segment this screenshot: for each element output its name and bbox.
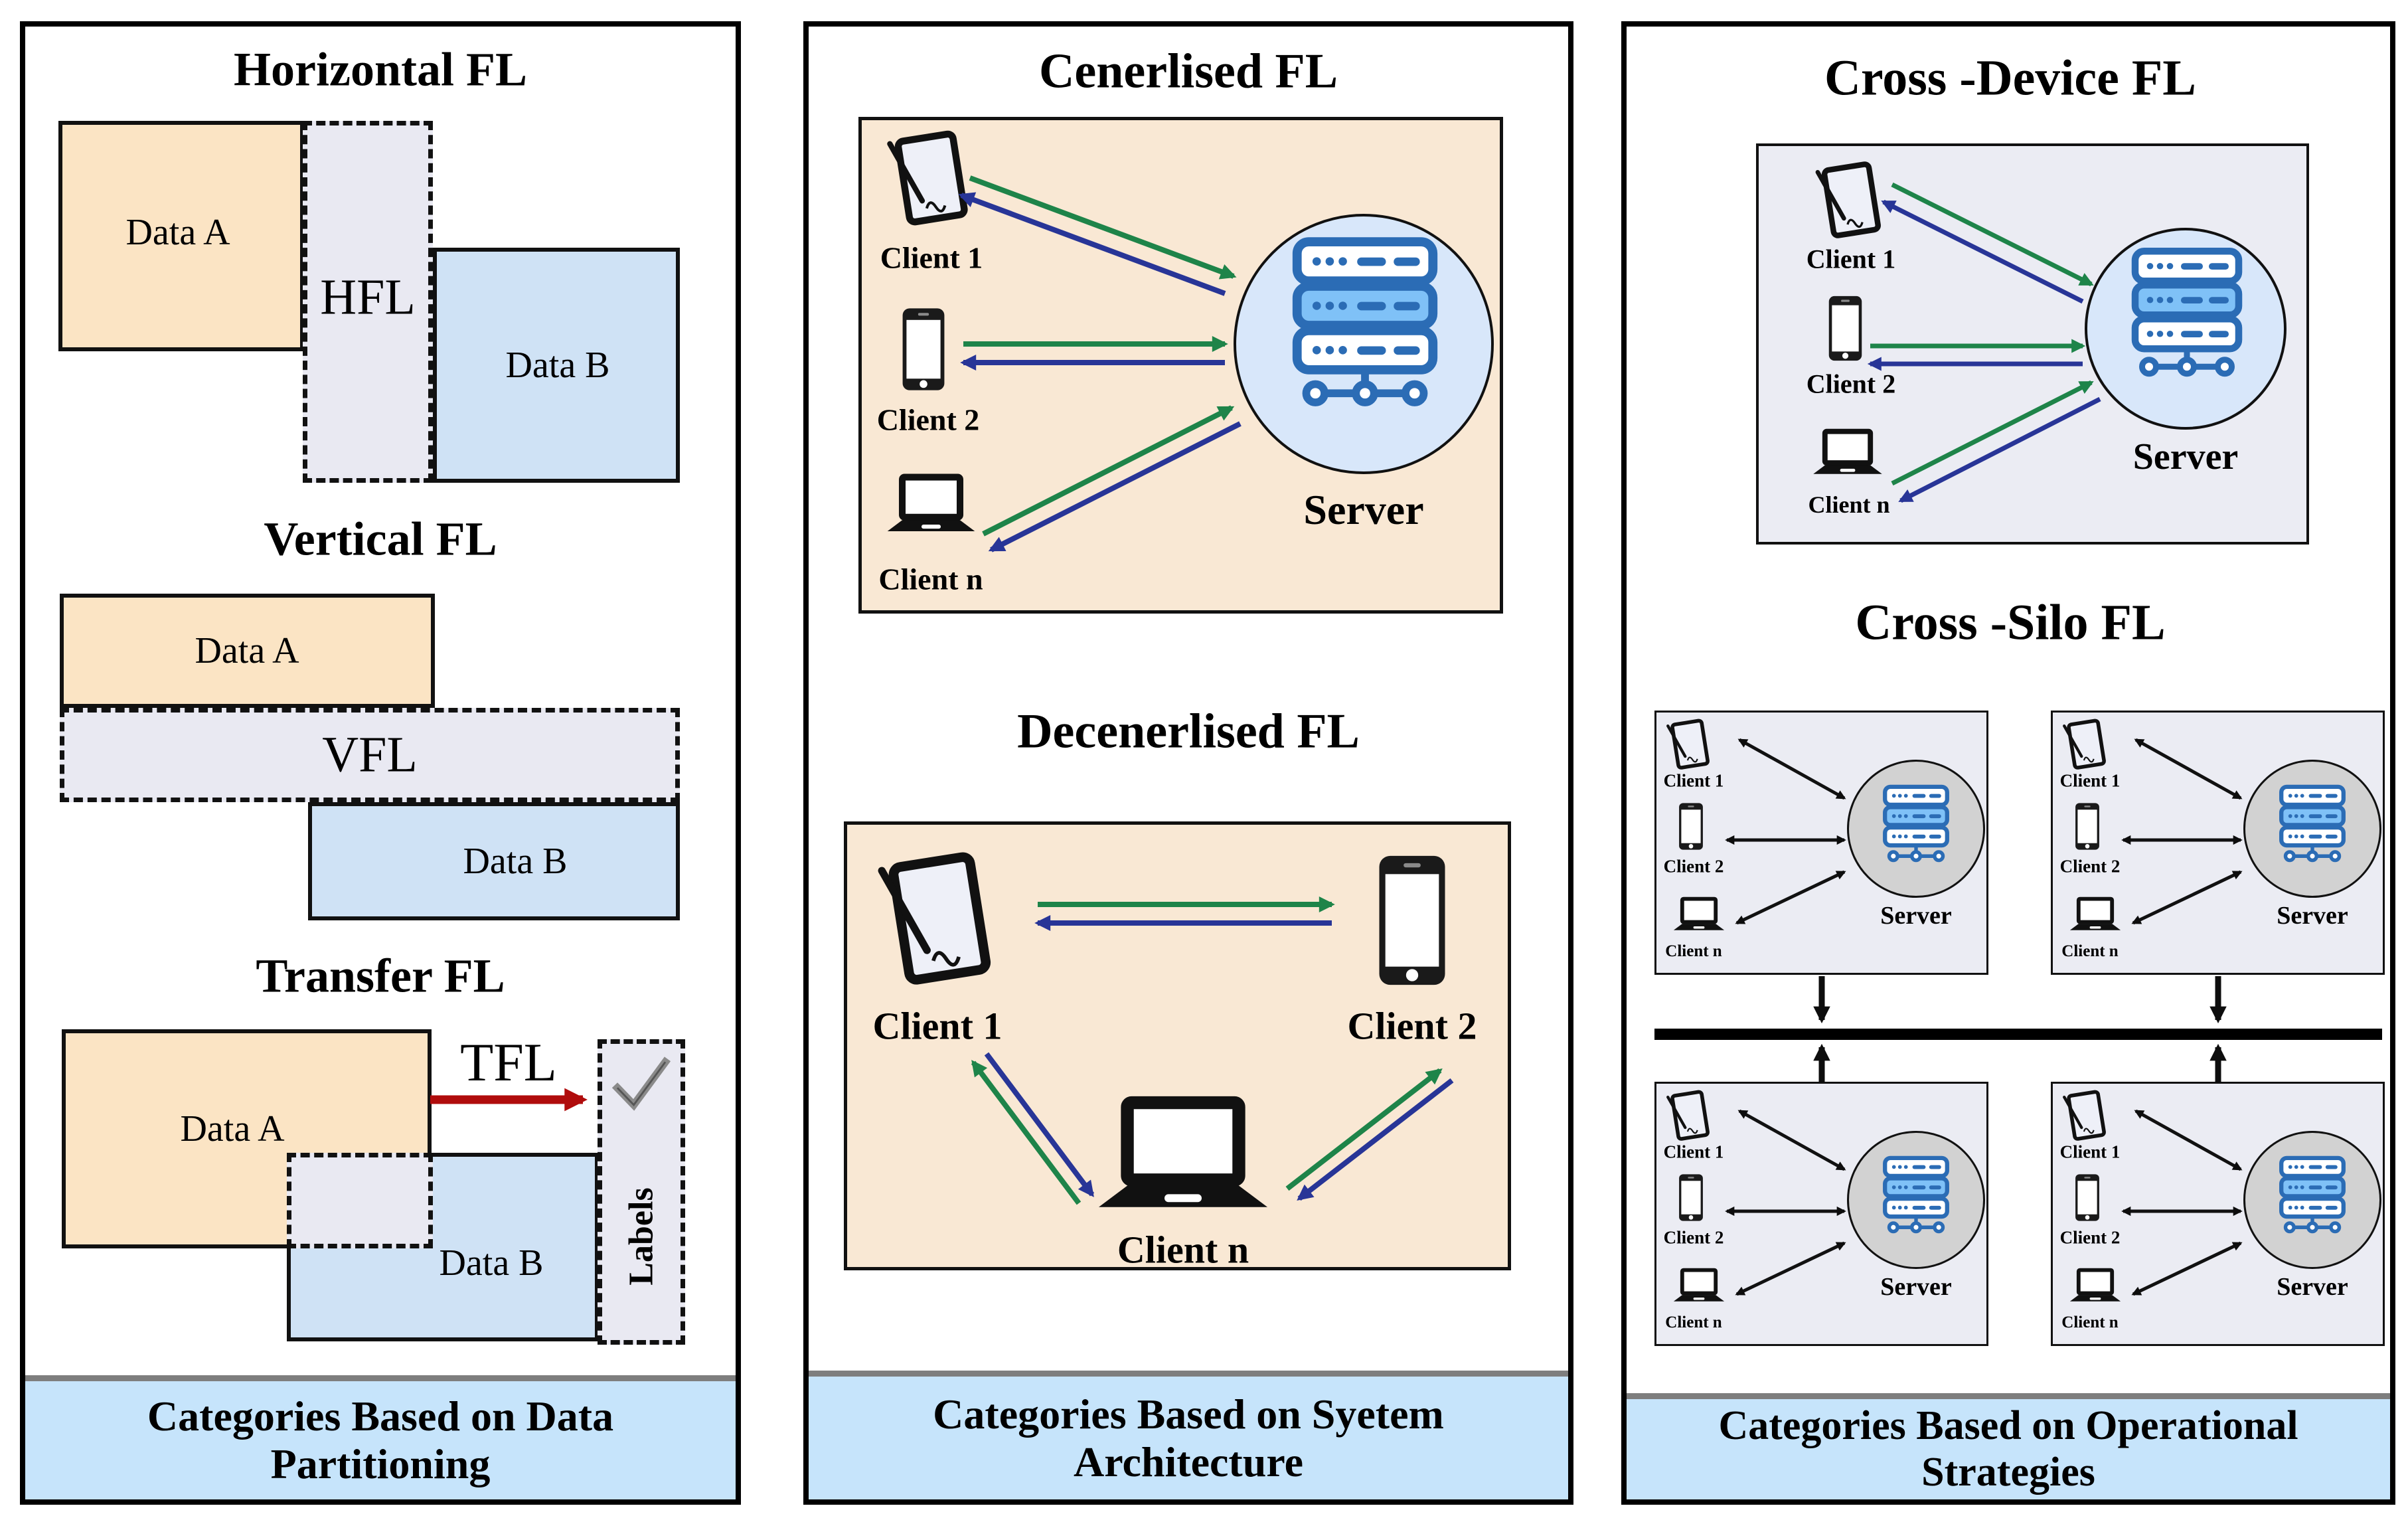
silo-arrows	[1725, 738, 1846, 925]
peer-arrow-green	[1285, 1068, 1443, 1191]
caption-text: Categories Based on Data Partitioning	[147, 1393, 614, 1487]
vfl-data-b-box	[308, 802, 680, 920]
client2-label: Client 2	[2059, 1227, 2121, 1248]
client2-label: Client 2	[1663, 856, 1724, 877]
caption-operational-strategies: Categories Based on Operational Strategi…	[1627, 1393, 2390, 1499]
section-title-cross-device-fl: Cross -Device FL	[1824, 50, 2197, 106]
hfl-data-a-box	[58, 121, 304, 351]
client2-label: Client 2	[1663, 1227, 1724, 1248]
data-b-label: Data B	[439, 1242, 544, 1284]
silo-arrows	[2121, 738, 2243, 925]
section-title-centralised-fl: Cenerlised FL	[1038, 44, 1338, 99]
check-outline	[616, 1061, 667, 1107]
client2-label: Client 2	[1347, 1004, 1477, 1048]
link-arrow	[2131, 1241, 2243, 1296]
hfl-overlap-box	[303, 121, 433, 483]
caption-text: Categories Based on Operational Strategi…	[1718, 1403, 2298, 1495]
vfl-overlap-box	[60, 708, 680, 802]
link-arrow	[1737, 1109, 1846, 1171]
caption-system-architecture: Categories Based on Syetem Architecture	[809, 1371, 1568, 1499]
link-arrow	[1735, 1241, 1846, 1296]
transfer-arrow	[430, 1088, 588, 1112]
link-arrow	[2134, 1109, 2243, 1171]
link-arrow	[2134, 738, 2243, 800]
peer-arrows	[971, 896, 1454, 1205]
section-title-cross-silo-fl: Cross -Silo FL	[1855, 594, 2166, 651]
clientn-label: Client n	[878, 562, 983, 596]
client1-label: Client 1	[872, 1004, 1003, 1048]
upload-arrow	[969, 175, 1237, 280]
silo-box: Client 1 Client 2 Client n Server	[1654, 1082, 1988, 1346]
server-circle	[2243, 760, 2381, 898]
silo-box: Client 1 Client 2 Client n Server	[1654, 711, 1988, 975]
clientn-label: Client n	[1665, 942, 1722, 960]
client-server-arrows	[958, 175, 1242, 552]
client2-label: Client 2	[2059, 856, 2121, 877]
clientn-label: Client n	[2061, 1313, 2119, 1331]
peer-arrow-green	[971, 1060, 1082, 1205]
server-label: Server	[1880, 1273, 1952, 1301]
section-title-horizontal-fl: Horizontal FL	[234, 42, 527, 96]
tfl-label: TFL	[460, 1032, 557, 1092]
client2-label: Client 2	[1806, 369, 1896, 399]
clientn-label: Client n	[1808, 491, 1890, 518]
upload-arrow	[1891, 182, 2094, 287]
silo-box: Client 1 Client 2 Client n Server	[2051, 711, 2385, 975]
hfl-label: HFL	[320, 269, 416, 325]
client1-label: Client 1	[1663, 770, 1724, 791]
clientn-label: Client n	[1117, 1228, 1249, 1272]
data-a-label: Data A	[180, 1108, 285, 1149]
download-arrow	[958, 192, 1226, 296]
server-label: Server	[2132, 436, 2239, 477]
data-b-label: Data B	[505, 345, 610, 386]
download-arrow	[988, 421, 1242, 552]
link-arrow	[1737, 738, 1846, 800]
link-arrow	[1735, 870, 1846, 925]
data-a-label: Data A	[125, 212, 230, 253]
server-label: Server	[2277, 902, 2348, 930]
peer-arrow-blue	[1297, 1078, 1454, 1201]
clientn-label: Client n	[1665, 1313, 1722, 1331]
download-arrow	[1898, 396, 2101, 503]
labels-text: Labels	[622, 1187, 661, 1286]
client-server-arrows	[1867, 182, 2101, 503]
hfl-data-b-box	[433, 248, 680, 483]
server-label: Server	[2277, 1273, 2348, 1301]
link-arrow	[2131, 870, 2243, 925]
section-title-decentralised-fl: Decenerlised FL	[1017, 704, 1360, 759]
check-stroke	[611, 1056, 671, 1111]
silo-arrows	[2121, 1109, 2243, 1296]
silo-aggregation-bus	[1654, 976, 2382, 1082]
upload-arrow	[1891, 380, 2094, 486]
silo-arrows	[1725, 1109, 1846, 1296]
section-title-vertical-fl: Vertical FL	[264, 512, 497, 566]
client1-label: Client 1	[880, 240, 983, 275]
data-a-label: Data A	[195, 630, 299, 671]
data-b-label: Data B	[463, 841, 568, 882]
server-label: Server	[1880, 902, 1952, 930]
server-label: Server	[1303, 486, 1424, 533]
section-title-transfer-fl: Transfer FL	[256, 949, 505, 1003]
client2-label: Client 2	[876, 402, 980, 437]
upload-arrow	[982, 405, 1235, 537]
download-arrow	[1881, 199, 2084, 304]
client1-label: Client 1	[1663, 1141, 1724, 1162]
client1-label: Client 1	[2059, 770, 2121, 791]
bus-bar	[1654, 1029, 2382, 1040]
silo-box: Client 1 Client 2 Client n Server	[2051, 1082, 2385, 1346]
clientn-label: Client n	[2061, 942, 2119, 960]
tfl-overlap-box	[287, 1153, 433, 1248]
check-icon	[611, 1056, 671, 1111]
labels-box	[598, 1039, 685, 1345]
peer-arrow-blue	[984, 1052, 1095, 1197]
caption-text: Categories Based on Syetem Architecture	[933, 1390, 1444, 1485]
caption-data-partitioning: Categories Based on Data Partitioning	[25, 1375, 736, 1499]
vfl-data-a-box	[60, 594, 435, 708]
vfl-label: VFL	[322, 726, 418, 783]
client1-label: Client 1	[1806, 244, 1896, 274]
client1-label: Client 1	[2059, 1141, 2121, 1162]
